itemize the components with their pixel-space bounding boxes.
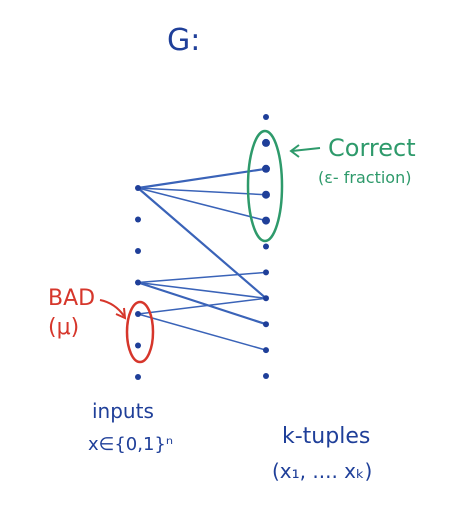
- edge-group: [136, 167, 268, 351]
- input-node-2: [135, 216, 141, 223]
- input-node-7: [135, 374, 141, 380]
- edge-1-3: [137, 187, 267, 196]
- right-node-group: [262, 114, 270, 379]
- ktuple-node-0: [263, 114, 269, 120]
- ktuple-node-8: [263, 321, 269, 328]
- input-node-6: [135, 342, 141, 349]
- ktuples-label: k-tuples: [282, 424, 370, 449]
- inputs-label: inputs: [92, 399, 154, 423]
- ktuple-node-7: [263, 295, 269, 302]
- input-node-4: [135, 279, 141, 286]
- ktuple-node-5: [263, 243, 269, 250]
- ktuple-node-9: [263, 347, 269, 354]
- edge-5-9: [137, 313, 267, 351]
- ktuple-node-3: [262, 190, 270, 199]
- input-node-1: [135, 185, 141, 191]
- edge-1-2: [136, 167, 268, 190]
- ktuple-node-10: [263, 373, 269, 379]
- edge-1-7: [136, 186, 268, 300]
- correct-label: Correct: [328, 134, 416, 162]
- edge-1-4: [137, 187, 267, 222]
- mu-label: (μ): [48, 315, 79, 340]
- edge-4-7: [137, 281, 267, 300]
- input-node-3: [135, 248, 141, 254]
- correct-arrow: [289, 144, 321, 158]
- edge-4-6: [137, 271, 267, 284]
- bad-arrow: [99, 299, 127, 320]
- bad-label: BAD: [48, 286, 95, 311]
- bad-region-oval: [125, 300, 155, 364]
- left-node-group: [135, 185, 141, 380]
- inputs-set-label: x∈{0,1}ⁿ: [88, 434, 173, 455]
- input-node-5: [135, 311, 141, 317]
- ktuple-node-4: [262, 216, 270, 225]
- ktuple-node-2: [262, 164, 270, 173]
- graph-title: G:: [167, 23, 200, 58]
- edge-5-7: [137, 297, 267, 315]
- ktuple-node-1: [262, 138, 270, 147]
- ktuples-vars-label: (x₁, .... xₖ): [272, 459, 372, 483]
- correct-region-oval: [246, 129, 284, 243]
- edge-4-8: [136, 281, 268, 326]
- epsilon-fraction-label: (ε- fraction): [318, 168, 411, 187]
- ktuple-node-6: [263, 269, 269, 276]
